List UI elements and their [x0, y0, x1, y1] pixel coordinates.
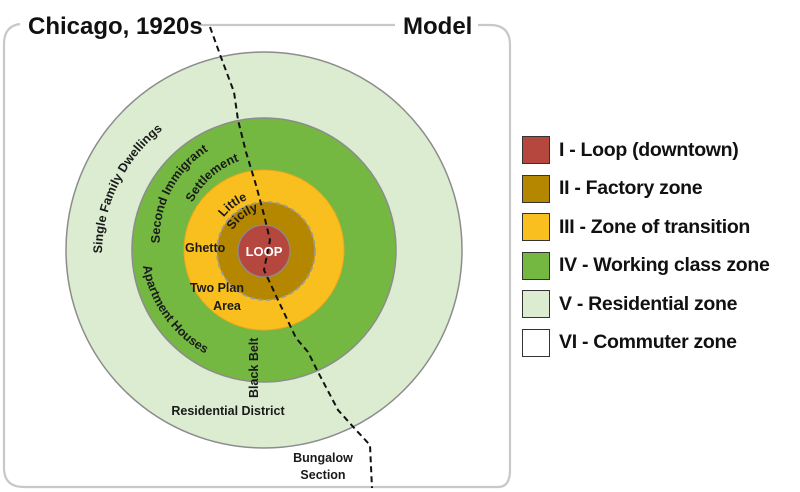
- ghetto-label: Ghetto: [185, 241, 226, 255]
- title-left: Chicago, 1920s: [28, 13, 203, 40]
- black-belt-label: Black Belt: [247, 337, 261, 398]
- legend-swatch: [522, 328, 550, 357]
- legend-label: I - Loop (downtown): [559, 138, 739, 161]
- bungalow-section-label-line1: Bungalow: [293, 451, 353, 465]
- two-plan-area-label-line1: Two Plan: [190, 281, 244, 295]
- legend-label: II - Factory zone: [559, 177, 703, 200]
- legend-label: V - Residential zone: [559, 292, 738, 315]
- legend-label: IV - Working class zone: [559, 254, 770, 277]
- legend-label: VI - Commuter zone: [559, 331, 737, 354]
- legend-item-commuter: VI - Commuter zone: [522, 324, 770, 363]
- lakefront-dashed-line: [209, 26, 373, 489]
- legend-item-factory: II - Factory zone: [522, 170, 770, 209]
- legend-swatch: [522, 136, 550, 165]
- legend-swatch: [522, 251, 550, 280]
- residential-district-label: Residential District: [171, 404, 285, 418]
- legend-swatch: [522, 290, 550, 319]
- two-plan-area-label-line2: Area: [213, 299, 242, 313]
- legend-item-residential: V - Residential zone: [522, 285, 770, 324]
- legend-swatch: [522, 213, 550, 242]
- frame-border: [2, 22, 512, 489]
- loop-label: LOOP: [246, 244, 283, 259]
- bungalow-section-label-line2: Section: [300, 468, 345, 482]
- legend-swatch: [522, 174, 550, 203]
- legend-label: III - Zone of transition: [559, 215, 751, 238]
- zone-i-loop-circle: [237, 224, 291, 278]
- title-right: Model: [403, 13, 472, 40]
- legend-item-working-class: IV - Working class zone: [522, 247, 770, 286]
- legend: I - Loop (downtown) II - Factory zone II…: [522, 131, 770, 362]
- legend-item-transition: III - Zone of transition: [522, 208, 770, 247]
- legend-item-loop: I - Loop (downtown): [522, 131, 770, 170]
